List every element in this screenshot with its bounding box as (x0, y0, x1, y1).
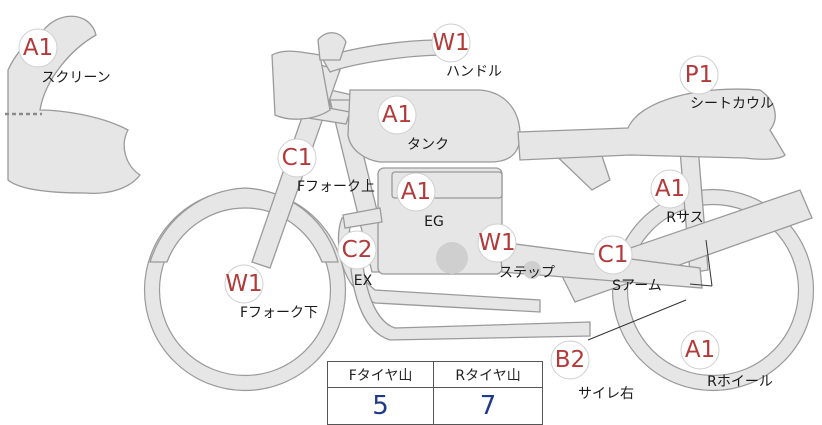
svg-text:タンク: タンク (407, 137, 449, 153)
svg-text:A1: A1 (655, 176, 685, 202)
svg-text:P1: P1 (685, 62, 714, 88)
badge-seatcowl: P1 シートカウル (679, 55, 774, 112)
headlight-cowl (271, 50, 331, 120)
svg-text:Fフォーク上: Fフォーク上 (297, 179, 375, 195)
badge-step: W1 ステップ (477, 223, 555, 281)
badge-sairele: B2 サイレ右 (550, 340, 634, 402)
svg-text:スクリーン: スクリーン (41, 70, 110, 86)
svg-text:Rホイール: Rホイール (707, 374, 773, 390)
badge-screen: A1 スクリーン (18, 28, 111, 86)
svg-text:W1: W1 (225, 271, 262, 297)
svg-text:Rサス: Rサス (666, 210, 703, 226)
badge-sarm: C1 Sアーム (593, 235, 662, 294)
swingarm-pivot (523, 261, 541, 279)
svg-text:C1: C1 (598, 242, 629, 268)
rear-tire (612, 189, 814, 391)
svg-text:B2: B2 (555, 347, 585, 373)
exhaust-lower (349, 231, 591, 341)
svg-text:A1: A1 (23, 35, 53, 61)
svg-text:C1: C1 (282, 145, 313, 171)
engine-cover (436, 242, 468, 274)
badge-rsus: A1 Rサス (650, 169, 704, 226)
svg-text:C2: C2 (342, 237, 373, 263)
svg-text:サイレ右: サイレ右 (578, 386, 634, 402)
seat-cowl (517, 88, 786, 161)
svg-text:EG: EG (424, 214, 444, 230)
svg-text:ハンドル: ハンドル (446, 64, 502, 80)
svg-text:Fフォーク下: Fフォーク下 (240, 305, 318, 321)
svg-text:ステップ: ステップ (499, 265, 555, 281)
rear-tread-header: Rタイヤ山 (433, 361, 543, 388)
svg-text:A1: A1 (401, 179, 431, 205)
svg-text:A1: A1 (382, 102, 412, 128)
svg-text:W1: W1 (478, 230, 515, 256)
svg-text:シートカウル: シートカウル (690, 96, 774, 112)
front-tread-value: 5 (326, 387, 435, 425)
svg-text:Sアーム: Sアーム (612, 278, 662, 294)
leader-sairele (587, 299, 687, 341)
badge-eg: A1 EG (396, 172, 444, 230)
svg-text:W1: W1 (432, 30, 469, 56)
svg-text:A1: A1 (685, 337, 715, 363)
svg-text:EX: EX (354, 273, 373, 289)
tire-tread-table: Fタイヤ山 Rタイヤ山 5 7 (326, 361, 543, 425)
badge-ex: C2 EX (337, 230, 377, 289)
badge-tank: A1 タンク (377, 95, 449, 153)
front-tread-header: Fタイヤ山 (326, 361, 435, 388)
badge-ffork-down: W1 Fフォーク下 (224, 264, 318, 321)
badge-handle: W1 ハンドル (431, 23, 502, 80)
badge-ffork-up: C1 Fフォーク上 (277, 138, 375, 195)
rear-tread-value: 7 (433, 387, 543, 425)
leader-rsus (705, 239, 713, 287)
leader-rsus-2 (689, 283, 713, 287)
badge-rwheel: A1 Rホイール (680, 330, 773, 390)
engine-bar (342, 207, 383, 229)
